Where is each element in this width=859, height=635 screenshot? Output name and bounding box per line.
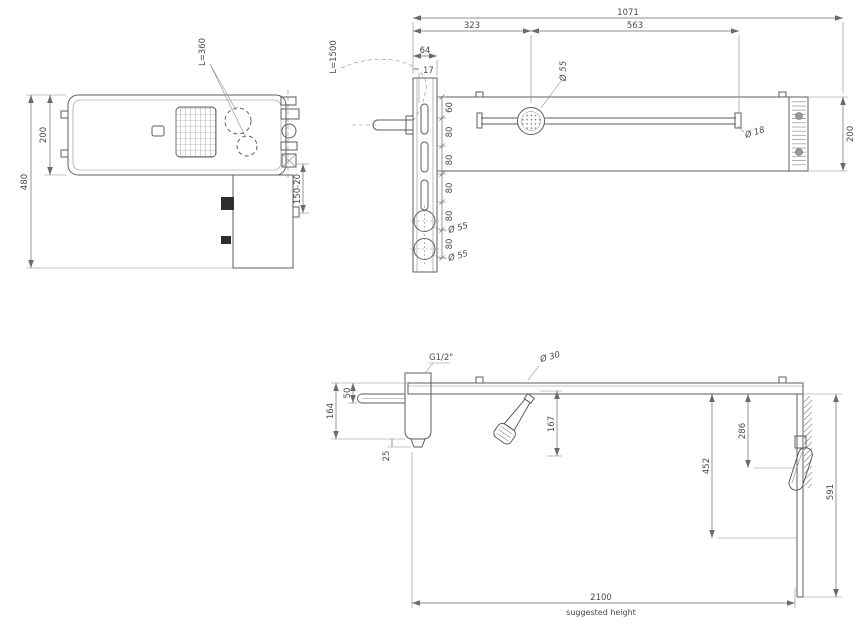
front-dim-spacing-5: 80: [445, 211, 455, 222]
front-slot-1: [420, 103, 429, 135]
front-bracket-knob-1: [795, 112, 803, 120]
side-dim-inlet-thread: G1/2": [429, 353, 453, 363]
front-top-tab-1: [475, 91, 484, 98]
front-view: L=1500 1071 323 563 64 17: [329, 8, 856, 273]
front-dim-knob1-diameter: Ø 55: [446, 220, 469, 236]
front-slot-2: [420, 141, 429, 173]
front-inlet-pipe: [372, 119, 414, 131]
plan-dim-bracket-range: 150-20: [293, 174, 303, 204]
plan-dimensions: 200 480 150-20: [20, 94, 309, 269]
front-dim-knob2-diameter: Ø 55: [446, 248, 469, 264]
front-bracket-knob-2: [795, 148, 803, 156]
side-dim-install-note: suggested height: [566, 608, 636, 617]
plan-lower-box: [232, 174, 294, 269]
plan-dim-hose-length: L=360: [198, 38, 208, 66]
side-dim-handshower-drop: 167: [547, 416, 557, 432]
plan-body-inner: [72, 99, 282, 171]
plan-dim-body-depth: 200: [39, 127, 49, 143]
plan-body: [67, 94, 287, 176]
side-view: G1/2" Ø 30 167: [326, 349, 842, 617]
side-inlet-pipe: [357, 393, 406, 404]
plan-knob-circle-2: [236, 135, 258, 157]
front-dim-spacing-2: 80: [445, 127, 455, 138]
side-nozzle: [410, 438, 426, 448]
plan-left-tab-1: [60, 110, 69, 119]
side-dim-head-bottom-drop: 452: [702, 458, 712, 474]
front-dim-column-width: 64: [420, 46, 431, 56]
side-dim-head-drop: 286: [738, 423, 748, 439]
front-top-tab-2: [778, 91, 787, 98]
front-rail: [476, 107, 742, 135]
side-head-mount: [794, 435, 807, 449]
side-wall-hatch: [804, 396, 812, 488]
side-wall-column: [788, 383, 813, 598]
side-bar: [407, 382, 804, 395]
side-dim-install-height: 2100: [590, 593, 612, 603]
plan-view: L=360 200 480 150-20: [20, 38, 309, 269]
plan-black-block-small: [221, 236, 231, 244]
front-rail-right-cap: [734, 112, 742, 129]
side-top-tab-2: [778, 376, 787, 384]
side-top-tab-1: [475, 376, 484, 384]
front-dim-spacing-6: 80: [445, 239, 455, 250]
front-dim-panel-height: 200: [846, 126, 856, 142]
front-dim-rail-diameter: Ø 18: [743, 124, 767, 141]
plan-fittings: [280, 90, 300, 180]
front-dim-total-length: 1071: [617, 8, 639, 18]
front-dim-spacing-4: 80: [445, 183, 455, 194]
plan-spray-grid: [175, 106, 217, 158]
plan-dim-total-depth: 480: [20, 174, 30, 190]
front-inlet: [340, 58, 427, 135]
side-dim-pipe-offset: 50: [343, 388, 353, 399]
side-dim-nozzle-length: 25: [382, 451, 392, 462]
side-handshower: [493, 393, 535, 445]
front-dim-hose-length: L=1500: [329, 40, 339, 74]
front-dim-spacing-3: 80: [445, 155, 455, 166]
plan-side-stub: [292, 206, 300, 218]
side-dim-spout-drop: 164: [326, 403, 336, 419]
front-dim-column-offset: 17: [423, 66, 434, 76]
plan-small-part: [151, 125, 165, 137]
front-column: [410, 77, 439, 273]
front-end-bracket: [788, 96, 809, 172]
plan-knob-circle-1: [224, 107, 252, 135]
side-head-profile: [788, 447, 813, 491]
front-rail-left-cap: [476, 112, 483, 129]
side-spout: [357, 372, 432, 448]
front-dimensions: 1071 323 563 64 17 200: [412, 8, 856, 264]
front-dim-head-diameter: Ø 55: [558, 61, 569, 82]
side-dim-hole-diameter: Ø 30: [538, 349, 561, 365]
side-dim-column-drop: 591: [826, 484, 836, 500]
plan-black-block: [221, 197, 234, 210]
plan-knobs-hidden: [209, 63, 258, 157]
front-dim-left-to-head: 323: [464, 21, 480, 31]
plan-left-tab-2: [60, 149, 69, 158]
side-dimensions: 167 286 452 591 2100 suggested height 50…: [326, 382, 842, 617]
front-slot-3: [420, 179, 429, 211]
front-dim-spacing-1: 60: [445, 102, 455, 113]
front-hose-curve: [340, 58, 427, 122]
front-dim-head-to-rail-end: 563: [627, 21, 643, 31]
